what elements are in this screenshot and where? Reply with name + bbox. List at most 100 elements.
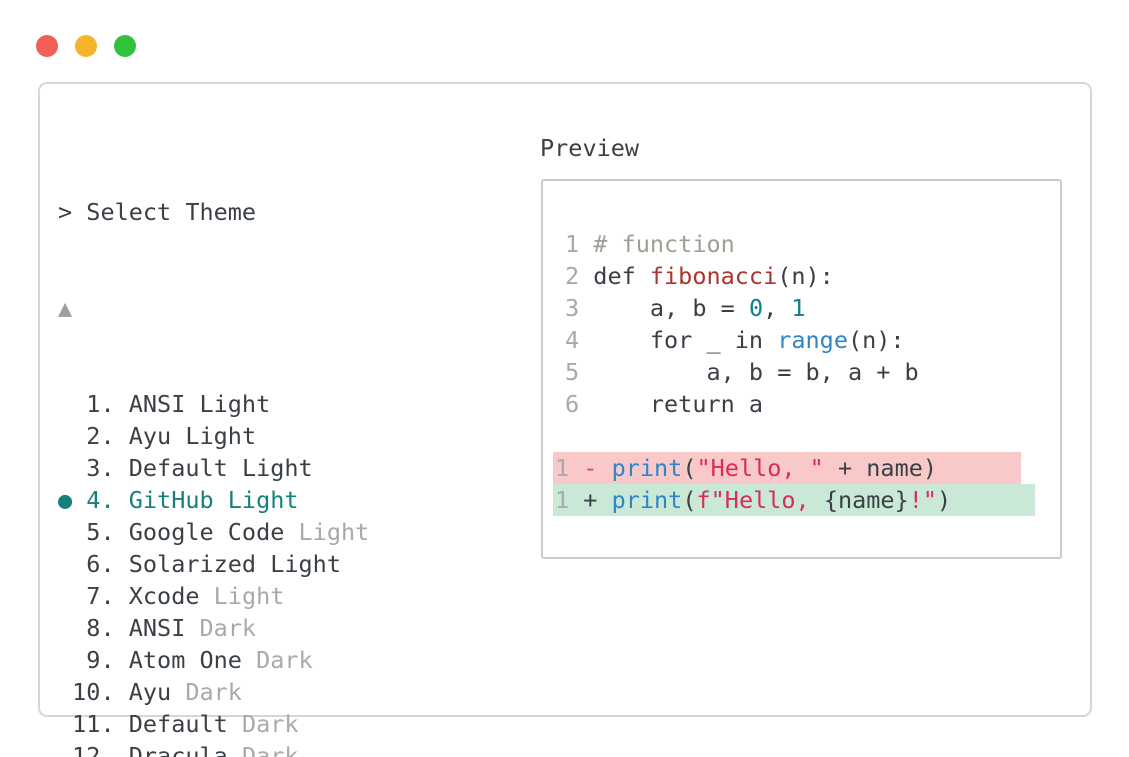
token-fg: a, b = b, a + b: [593, 358, 919, 386]
theme-number: 2.: [72, 422, 129, 450]
token-blue: print: [611, 486, 683, 514]
token-fg: +: [583, 486, 612, 514]
theme-name: Default: [128, 454, 228, 482]
code-line-2: 2 def fibonacci(n):: [565, 260, 1035, 292]
indicator-space: [58, 678, 72, 706]
theme-item-ansi-dark[interactable]: 8. ANSI Dark: [58, 612, 893, 644]
token-fg: ): [937, 486, 952, 514]
theme-number: 8.: [72, 614, 129, 642]
token-ln: 1: [555, 486, 584, 514]
theme-item-default-dark[interactable]: 11. Default Dark: [58, 708, 893, 740]
theme-item-atom-one-dark[interactable]: 9. Atom One Dark: [58, 644, 893, 676]
theme-item-solarized-light[interactable]: 6. Solarized Light: [58, 548, 893, 580]
theme-name: Default: [128, 710, 228, 738]
theme-variant: Light: [213, 486, 299, 514]
indicator-space: [58, 614, 72, 642]
theme-name: ANSI: [128, 614, 186, 642]
indicator-space: [58, 582, 72, 610]
theme-item-xcode-light[interactable]: 7. Xcode Light: [58, 580, 893, 612]
indicator-space: [58, 454, 72, 482]
indicator-space: [58, 646, 72, 674]
theme-picker-panel: > Select Theme ▲ 1. ANSI Light 2. Ayu Li…: [38, 82, 1092, 757]
token-ln: 5: [565, 358, 594, 386]
blank-line: [565, 420, 1035, 452]
scroll-up-icon[interactable]: ▲: [58, 294, 73, 322]
token-ln: 1: [565, 230, 594, 258]
theme-list-section: > Select Theme ▲ 1. ANSI Light 2. Ayu Li…: [58, 132, 893, 757]
theme-name: Atom One: [128, 646, 242, 674]
token-str: !": [908, 486, 938, 514]
token-fg: def: [593, 262, 650, 290]
diff-removed-line: 1 - print("Hello, " + name): [553, 452, 1035, 484]
theme-variant: Light: [185, 390, 271, 418]
code-line-3: 3 a, b = 0, 1: [565, 292, 1035, 324]
diff-band: 1 + print(f"Hello, {name}!"): [553, 484, 1036, 516]
token-num: 0: [748, 294, 764, 322]
token-ln: 4: [565, 326, 594, 354]
theme-variant: Light: [256, 550, 341, 578]
token-ln: 6: [565, 390, 594, 418]
preview-title: Preview: [540, 134, 640, 162]
theme-number: 3.: [72, 454, 129, 482]
theme-item-dracula-dark[interactable]: 12. Dracula Dark: [58, 740, 893, 757]
code-line-5: 5 a, b = b, a + b: [565, 356, 1035, 388]
theme-variant: Light: [284, 518, 370, 546]
token-fg: + name): [823, 454, 938, 482]
theme-item-ayu-dark[interactable]: 10. Ayu Dark: [58, 676, 893, 708]
token-blue: range: [777, 326, 848, 354]
token-fg: (: [682, 486, 697, 514]
indicator-space: [58, 390, 72, 418]
token-fg: for _ in: [593, 326, 778, 354]
theme-number: 6.: [72, 550, 129, 578]
theme-item-google-code-light[interactable]: 5. Google Code Light: [58, 516, 893, 548]
indicator-space: [58, 518, 72, 546]
theme-variant: Dark: [227, 710, 299, 738]
token-ln: 1: [555, 454, 584, 482]
indicator-space: [58, 742, 72, 757]
theme-name: GitHub: [128, 486, 214, 514]
theme-name: ANSI: [128, 390, 186, 418]
theme-number: 12.: [72, 742, 129, 757]
theme-number: 4.: [72, 486, 129, 514]
theme-number: 5.: [72, 518, 129, 546]
token-fg: ,: [763, 294, 792, 322]
theme-item-github-light[interactable]: ● 4. GitHub Light: [58, 484, 893, 516]
theme-variant: Dark: [241, 646, 313, 674]
close-button[interactable]: [36, 35, 58, 57]
theme-number: 10.: [72, 678, 129, 706]
theme-item-default-light[interactable]: 3. Default Light: [58, 452, 893, 484]
picker-prompt: > Select Theme: [58, 198, 257, 226]
theme-variant: Light: [171, 422, 257, 450]
token-comment: # function: [593, 230, 735, 258]
theme-number: 9.: [72, 646, 129, 674]
theme-name: Google Code: [128, 518, 285, 546]
indicator-space: [58, 710, 72, 738]
theme-variant: Light: [199, 582, 285, 610]
token-minus: -: [583, 454, 612, 482]
theme-item-ansi-light[interactable]: 1. ANSI Light: [58, 388, 893, 420]
token-fg: (n):: [777, 262, 834, 290]
theme-variant: Light: [227, 454, 313, 482]
theme-name: Ayu: [128, 422, 172, 450]
token-fg: {name}: [823, 486, 909, 514]
theme-number: 11.: [72, 710, 129, 738]
token-ln: 2: [565, 262, 594, 290]
theme-variant: Dark: [171, 678, 242, 706]
minimize-button[interactable]: [75, 35, 97, 57]
diff-band: 1 - print("Hello, " + name): [553, 452, 1022, 484]
theme-number: 7.: [72, 582, 129, 610]
token-func: fibonacci: [649, 262, 778, 290]
token-num: 1: [791, 294, 806, 322]
token-fg: (: [682, 454, 697, 482]
code-line-1: 1 # function: [565, 228, 1035, 260]
token-fg: return a: [593, 390, 764, 418]
token-str: f"Hello,: [696, 486, 824, 514]
indicator-space: [58, 550, 72, 578]
diff-added-line: 1 + print(f"Hello, {name}!"): [553, 484, 1036, 516]
theme-item-ayu-light[interactable]: 2. Ayu Light: [58, 420, 893, 452]
zoom-button[interactable]: [114, 35, 136, 57]
token-fg: a, b =: [593, 294, 749, 322]
